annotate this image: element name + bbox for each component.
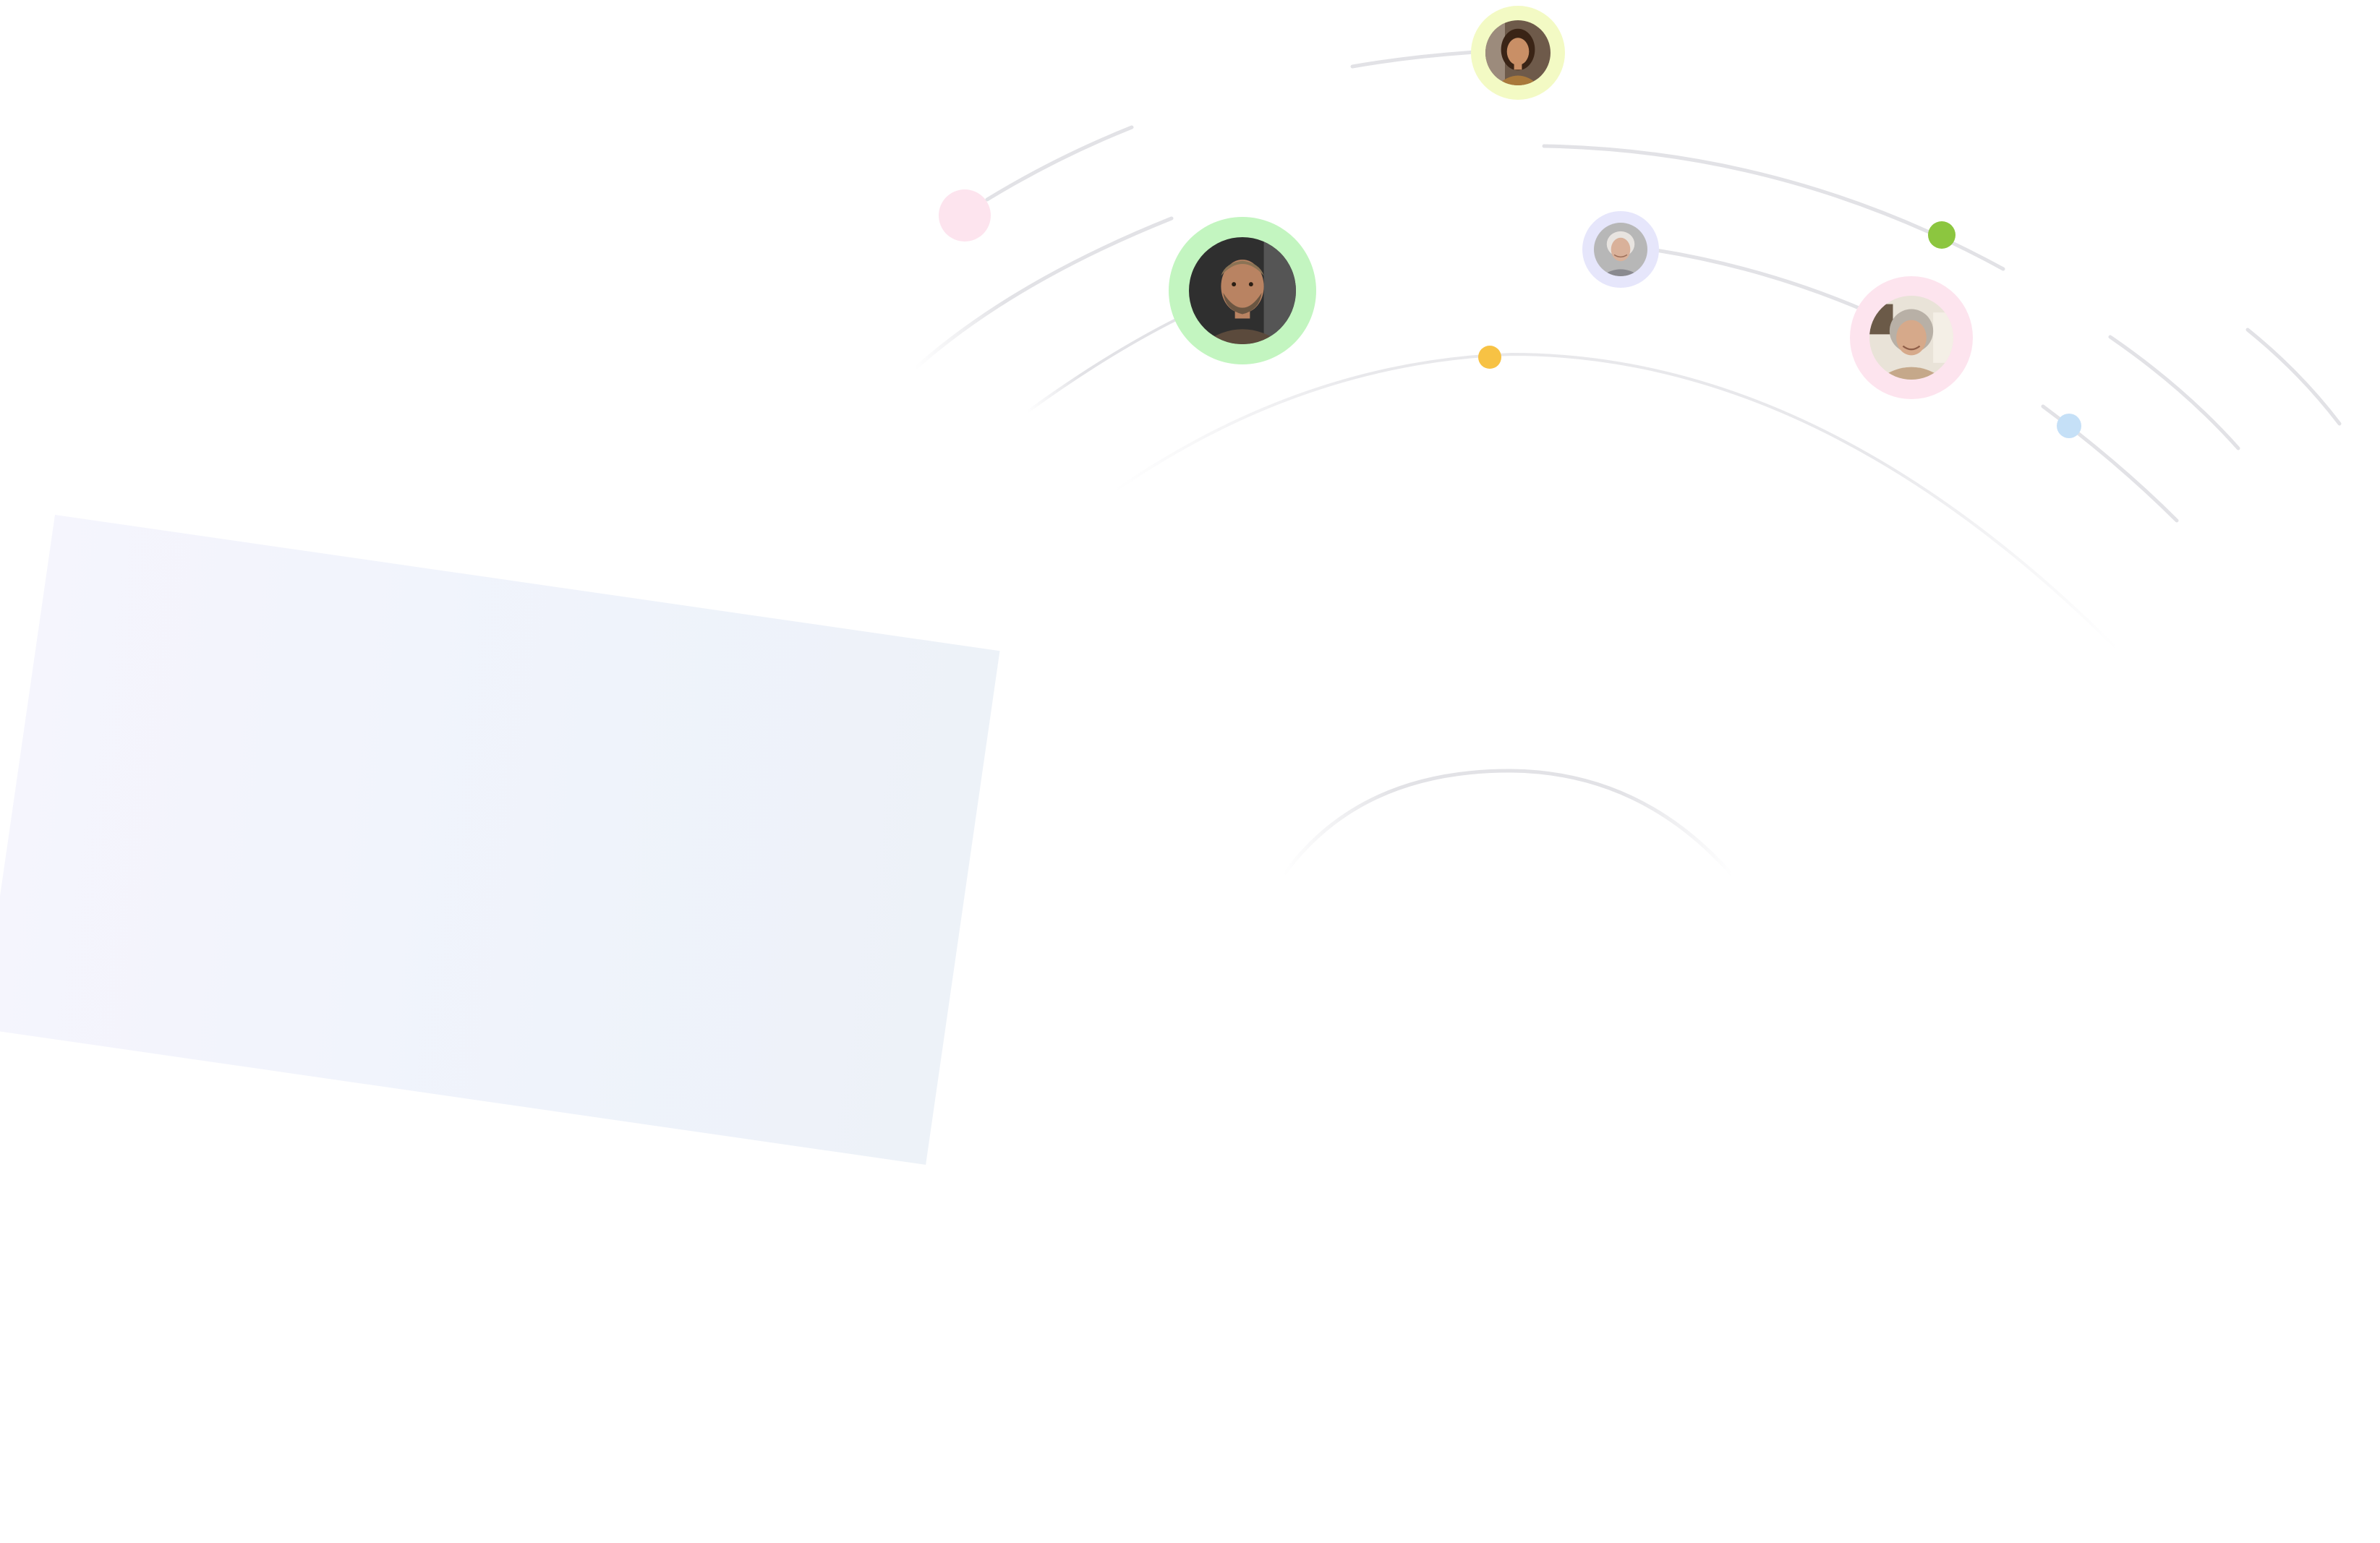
yellow-dot [1478,346,1501,369]
blue-dot [2057,414,2081,438]
orbit-arc [1350,50,1477,69]
avatar-elderly-woman-gray-hair [1850,276,1973,399]
avatar-woman-dark-hair [1471,6,1565,100]
orbit-arc [1281,769,1734,877]
orbit-arc [2108,335,2240,450]
pink-dot [939,189,991,242]
avatar-portrait-icon [1869,296,1953,380]
orbit-arc [985,125,1134,202]
orbit-arc [1025,317,1180,414]
orbit-arc [1112,352,2120,652]
orbit-arc [913,216,1174,371]
avatar-portrait-icon [1594,223,1647,276]
orbit-arc [1654,248,1868,313]
avatar-portrait-icon [1485,20,1551,85]
avatar-portrait-icon [1189,237,1296,344]
green-dot [1928,221,1955,249]
avatar-elderly-woman-white-hair [1582,211,1659,288]
orbit-arc [2245,328,2342,426]
avatar-man-beard [1169,217,1316,364]
